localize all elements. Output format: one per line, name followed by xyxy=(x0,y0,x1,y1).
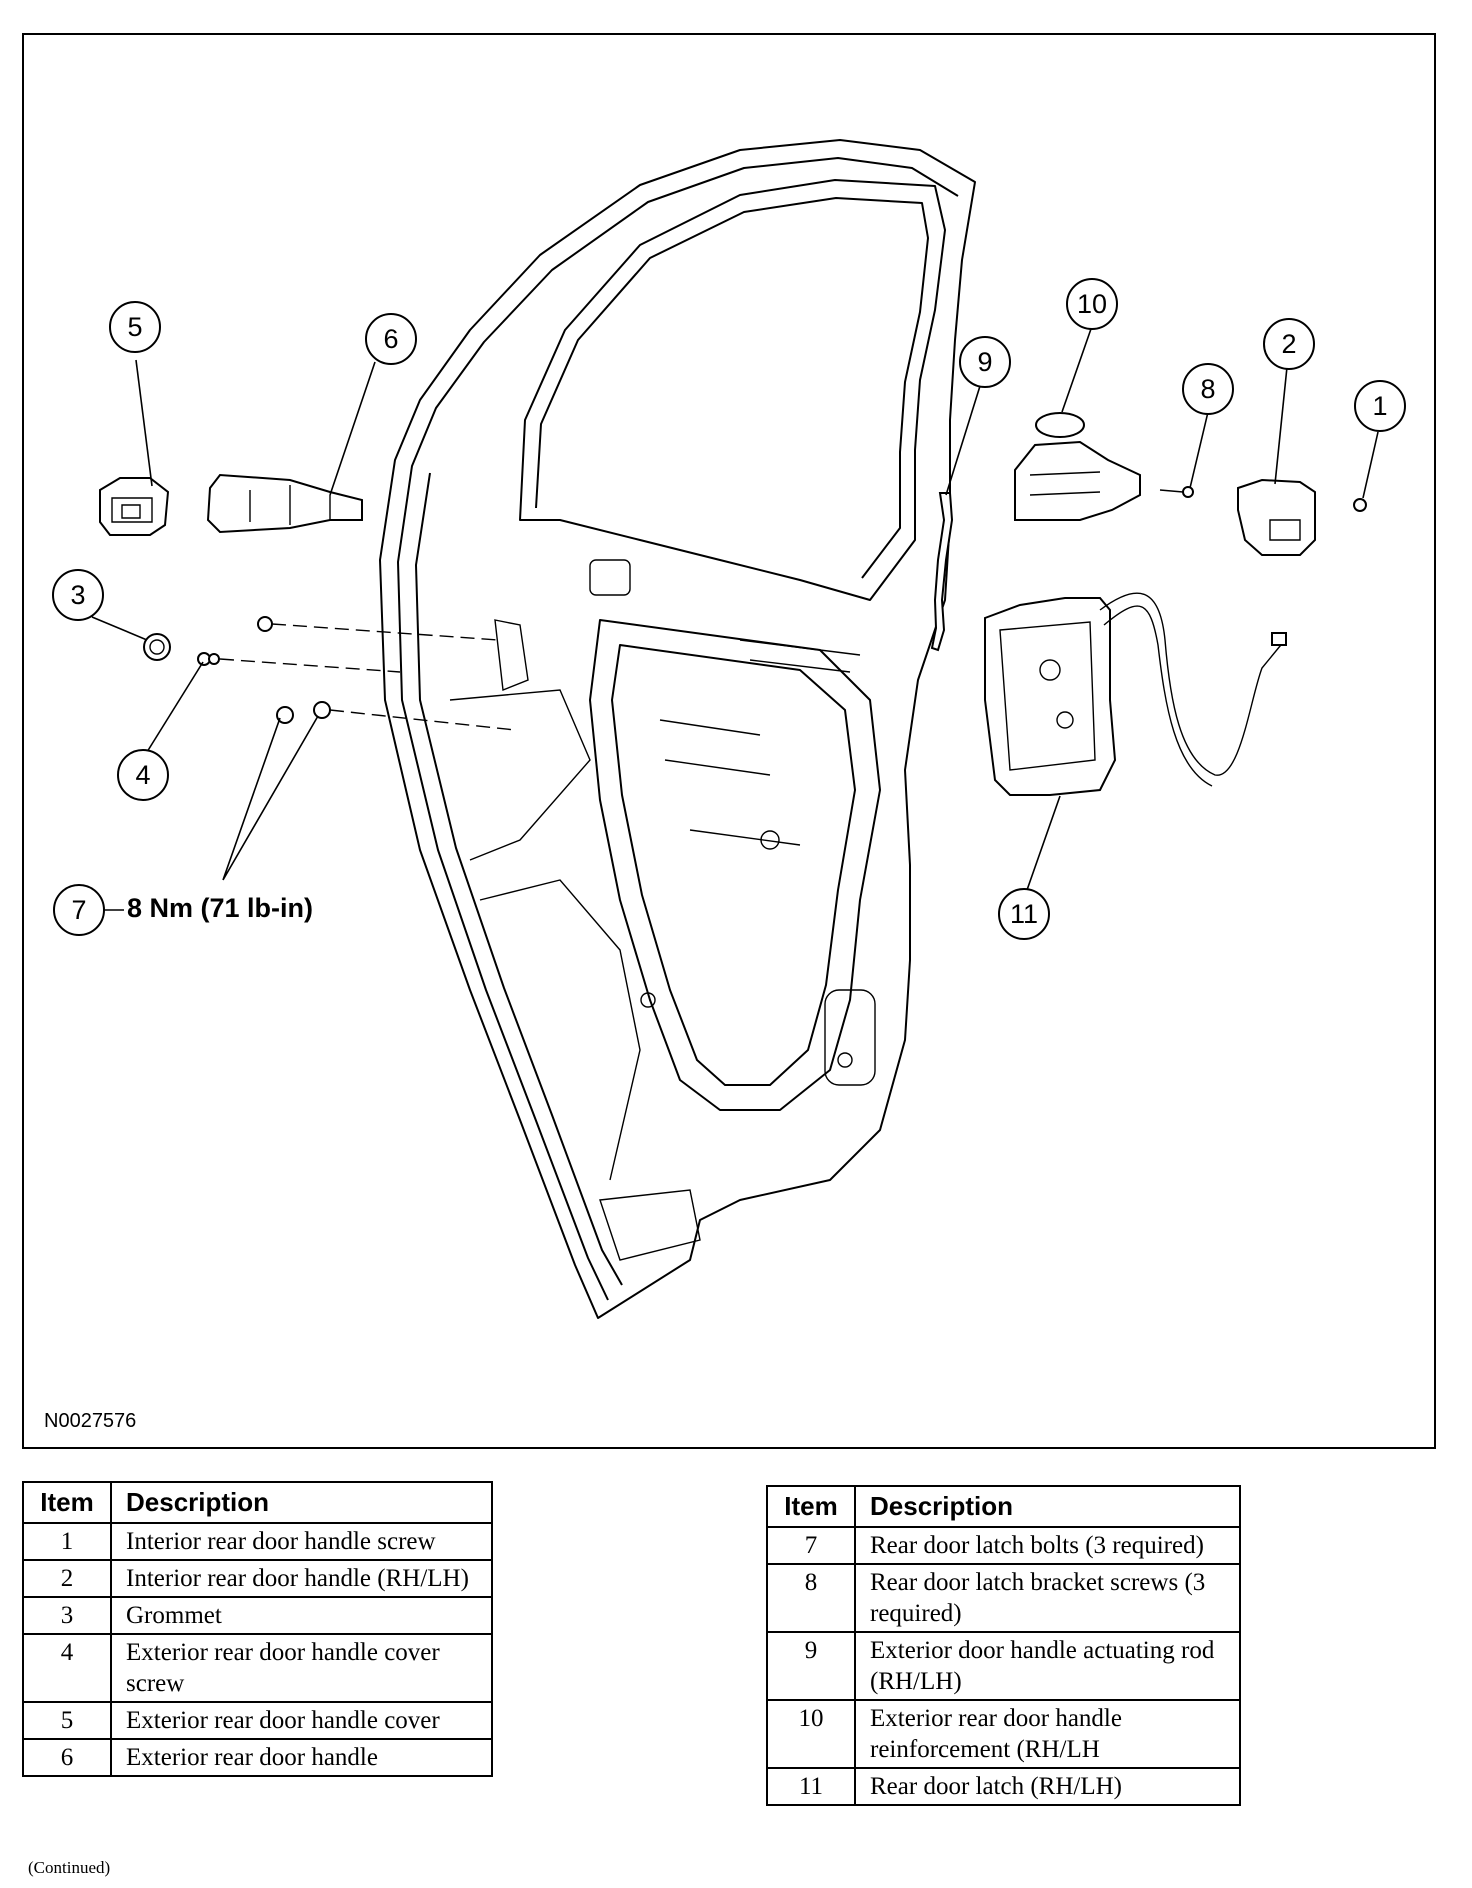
callout-9: 9 xyxy=(959,336,1011,388)
table-row: 2 Interior rear door handle (RH/LH) xyxy=(22,1559,493,1598)
item-number: 10 xyxy=(766,1699,856,1769)
door-latch-part xyxy=(984,592,1287,796)
item-number: 9 xyxy=(766,1631,856,1701)
table-row: 3 Grommet xyxy=(22,1596,493,1635)
item-number: 4 xyxy=(22,1633,112,1703)
item-number: 6 xyxy=(22,1738,112,1777)
item-description: Exterior rear door handle xyxy=(110,1738,493,1777)
cover-screw-part xyxy=(197,652,220,666)
svg-text:7: 7 xyxy=(71,895,86,925)
legend-table-right: Item Description 7 Rear door latch bolts… xyxy=(766,1485,1241,1806)
handle-cover-part xyxy=(99,477,170,536)
item-description: Interior rear door handle (RH/LH) xyxy=(110,1559,493,1598)
callout-2: 2 xyxy=(1263,318,1315,370)
svg-text:2: 2 xyxy=(1281,329,1296,359)
svg-text:3: 3 xyxy=(70,580,85,610)
callout-8: 8 xyxy=(1182,363,1234,415)
exploded-view-diagram: 5 6 3 4 7 9 10 8 2 1 11 xyxy=(52,139,1406,1319)
callout-10: 10 xyxy=(1066,278,1118,330)
svg-text:8: 8 xyxy=(1200,374,1215,404)
continued-note: (Continued) xyxy=(28,1858,111,1877)
bracket-screw-part xyxy=(1159,486,1194,498)
svg-text:11: 11 xyxy=(1010,899,1038,929)
handle-screw-part xyxy=(1353,498,1367,512)
interior-handle-part xyxy=(1237,478,1316,556)
callout-3: 3 xyxy=(52,569,104,621)
table-row: 10 Exterior rear door handle reinforceme… xyxy=(766,1699,1241,1769)
leader-lines xyxy=(91,325,1379,891)
figure-id: N0027576 xyxy=(44,1410,137,1432)
item-description: Exterior rear door handle cover screw xyxy=(110,1633,493,1703)
table-row: 5 Exterior rear door handle cover xyxy=(22,1701,493,1740)
table-row: 11 Rear door latch (RH/LH) xyxy=(766,1767,1241,1806)
item-number: 11 xyxy=(766,1767,856,1806)
table-row: 6 Exterior rear door handle xyxy=(22,1738,493,1777)
callout-6: 6 xyxy=(365,313,417,365)
description-header: Description xyxy=(854,1485,1241,1528)
description-header: Description xyxy=(110,1481,493,1524)
rear-door-shell xyxy=(379,139,976,1319)
item-number: 7 xyxy=(766,1526,856,1565)
item-number: 8 xyxy=(766,1563,856,1633)
item-description: Rear door latch bracket screws (3 requir… xyxy=(854,1563,1241,1633)
svg-text:5: 5 xyxy=(127,312,142,342)
legend-header-row: Item Description xyxy=(766,1485,1241,1528)
item-header: Item xyxy=(766,1485,856,1528)
alignment-lines xyxy=(219,623,516,731)
item-description: Grommet xyxy=(110,1596,493,1635)
item-description: Rear door latch bolts (3 required) xyxy=(854,1526,1241,1565)
handle-reinforcement-part xyxy=(1014,412,1141,521)
callout-5: 5 xyxy=(109,301,161,353)
table-row: 7 Rear door latch bolts (3 required) xyxy=(766,1526,1241,1565)
actuating-rod-part xyxy=(930,492,954,652)
item-number: 3 xyxy=(22,1596,112,1635)
item-header: Item xyxy=(22,1481,112,1524)
callout-7: 7 xyxy=(53,884,105,936)
table-row: 1 Interior rear door handle screw xyxy=(22,1522,493,1561)
svg-text:6: 6 xyxy=(383,324,398,354)
svg-text:9: 9 xyxy=(977,347,992,377)
svg-text:10: 10 xyxy=(1077,289,1107,319)
legend-table-left: Item Description 1 Interior rear door ha… xyxy=(22,1481,493,1777)
item-number: 2 xyxy=(22,1559,112,1598)
exterior-handle-part xyxy=(206,473,363,534)
svg-text:1: 1 xyxy=(1372,391,1387,421)
item-description: Exterior rear door handle cover xyxy=(110,1701,493,1740)
latch-bolts-part xyxy=(257,616,331,724)
item-description: Interior rear door handle screw xyxy=(110,1522,493,1561)
callout-11: 11 xyxy=(998,888,1050,940)
item-description: Rear door latch (RH/LH) xyxy=(854,1767,1241,1806)
figure-frame xyxy=(22,33,1436,1449)
item-number: 1 xyxy=(22,1522,112,1561)
callout-4: 4 xyxy=(117,749,169,801)
item-description: Exterior rear door handle reinforcement … xyxy=(854,1699,1241,1769)
table-row: 4 Exterior rear door handle cover screw xyxy=(22,1633,493,1703)
table-row: 8 Rear door latch bracket screws (3 requ… xyxy=(766,1563,1241,1633)
svg-text:4: 4 xyxy=(135,760,150,790)
torque-spec-label: 8 Nm (71 lb-in) xyxy=(127,893,314,923)
grommet-part xyxy=(143,633,171,661)
item-number: 5 xyxy=(22,1701,112,1740)
item-description: Exterior door handle actuating rod (RH/L… xyxy=(854,1631,1241,1701)
table-row: 9 Exterior door handle actuating rod (RH… xyxy=(766,1631,1241,1701)
callout-1: 1 xyxy=(1354,380,1406,432)
legend-header-row: Item Description xyxy=(22,1481,493,1524)
